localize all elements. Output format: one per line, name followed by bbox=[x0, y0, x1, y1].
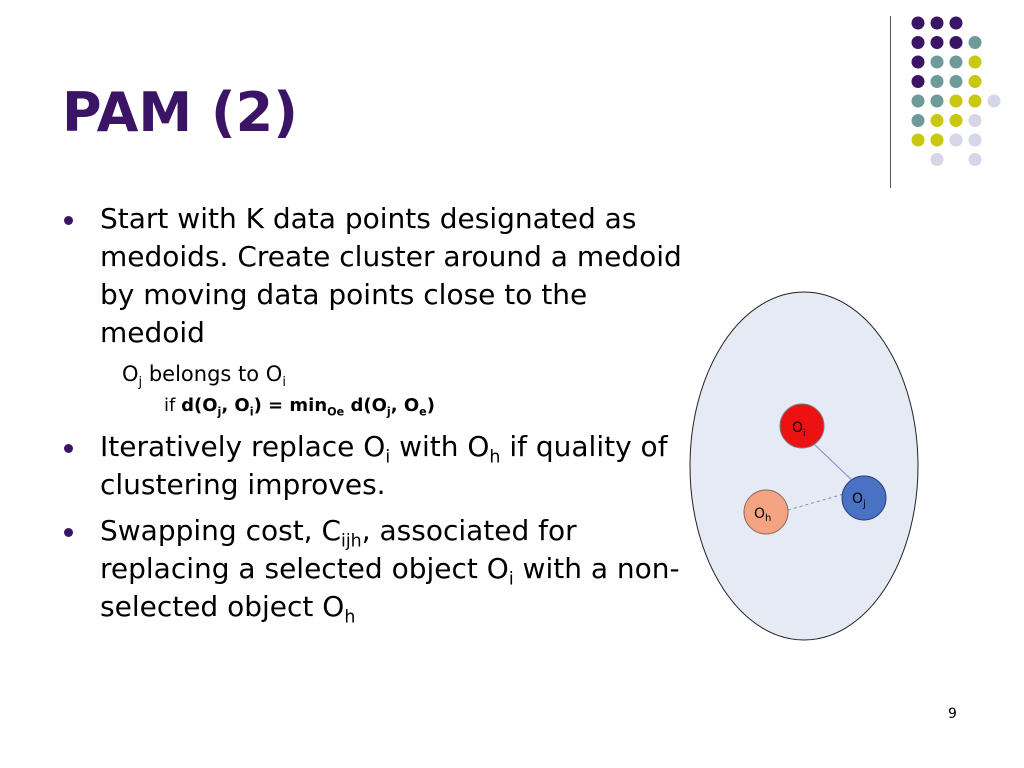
decorative-dot bbox=[968, 114, 982, 127]
text: d(O bbox=[181, 395, 218, 416]
cluster-ellipse bbox=[689, 291, 919, 641]
decorative-dot bbox=[930, 133, 944, 147]
connection-oi-oj bbox=[813, 443, 859, 487]
subscript: i bbox=[282, 375, 286, 391]
decorative-dot bbox=[930, 94, 944, 108]
decorative-dot bbox=[911, 75, 925, 88]
text: , O bbox=[390, 395, 420, 416]
decorative-dot bbox=[968, 75, 982, 88]
subscript: j bbox=[138, 375, 143, 391]
decorative-dot bbox=[968, 55, 982, 69]
decorative-dot bbox=[968, 36, 982, 49]
connection-oh-oj bbox=[787, 493, 845, 511]
decorative-dot bbox=[968, 153, 982, 166]
subscript: Oe bbox=[327, 405, 345, 419]
bullet-dot bbox=[64, 444, 73, 453]
decorative-dot bbox=[968, 133, 982, 147]
decorative-dot bbox=[911, 94, 925, 108]
text: with O bbox=[390, 430, 490, 463]
decorative-dot bbox=[930, 114, 944, 127]
text: , associated for replacing a selected ob… bbox=[100, 514, 577, 585]
subscript: ijh bbox=[341, 531, 362, 552]
text: , O bbox=[221, 395, 250, 416]
object-oj-node bbox=[841, 475, 887, 521]
subscript: j bbox=[862, 499, 866, 510]
decorative-dot bbox=[949, 55, 963, 69]
text: if bbox=[164, 395, 176, 416]
subscript: i bbox=[385, 447, 391, 468]
text: Swapping cost, C bbox=[100, 514, 342, 547]
decorative-dot bbox=[911, 133, 925, 147]
sub-bullet-belongs: Oj belongs to Oi bbox=[62, 360, 682, 391]
decorative-dot bbox=[949, 75, 963, 88]
text: O bbox=[852, 491, 863, 507]
medoid-oi-node bbox=[779, 403, 825, 449]
formula: d(Oj, Oi) = minOe d(Oj, Oe) bbox=[181, 395, 435, 419]
bullet-dot bbox=[64, 216, 73, 225]
bullet-1-text: Start with K data points designated as m… bbox=[100, 202, 682, 349]
text: O bbox=[754, 506, 765, 522]
text: with a non-selected object O bbox=[100, 552, 680, 623]
vertical-divider bbox=[890, 16, 891, 188]
decorative-dot bbox=[930, 153, 944, 166]
text: ) bbox=[426, 395, 435, 416]
bullet-2: Iteratively replace Oi with Oh if qualit… bbox=[62, 428, 682, 504]
decorative-dot bbox=[949, 94, 963, 108]
cluster-diagram: Oi Oj Oh bbox=[689, 291, 919, 641]
decorative-dot bbox=[930, 55, 944, 69]
decorative-dot bbox=[968, 94, 982, 108]
subscript: i bbox=[249, 405, 254, 419]
decorative-dot bbox=[930, 16, 944, 30]
bullet-3: Swapping cost, Cijh, associated for repl… bbox=[62, 512, 682, 626]
subscript: i bbox=[508, 569, 514, 590]
decorative-dot bbox=[911, 55, 925, 69]
text: ) = min bbox=[253, 395, 328, 416]
subscript: h bbox=[489, 447, 501, 468]
subscript: h bbox=[765, 513, 771, 524]
decorative-dot-grid bbox=[911, 16, 1001, 166]
text: if quality of clustering improves. bbox=[100, 430, 668, 501]
decorative-dot bbox=[911, 114, 925, 127]
object-oh-label: Oh bbox=[754, 506, 771, 524]
text: belongs to O bbox=[142, 362, 283, 386]
decorative-dot bbox=[930, 75, 944, 88]
slide-content: Start with K data points designated as m… bbox=[62, 200, 682, 634]
slide-title: PAM (2) bbox=[62, 81, 298, 144]
object-oh-node bbox=[743, 489, 789, 535]
object-oj-label: Oj bbox=[852, 491, 866, 510]
subscript: e bbox=[419, 405, 427, 419]
bullet-1: Start with K data points designated as m… bbox=[62, 200, 682, 352]
decorative-dot bbox=[987, 94, 1001, 108]
decorative-dot bbox=[949, 114, 963, 127]
text: d(O bbox=[344, 395, 387, 416]
subscript: j bbox=[386, 405, 391, 419]
subscript: i bbox=[803, 429, 806, 439]
decorative-dot bbox=[949, 133, 963, 147]
subscript: h bbox=[344, 607, 356, 628]
decorative-dot bbox=[949, 16, 963, 30]
decorative-dot bbox=[949, 36, 963, 49]
text: O bbox=[122, 362, 139, 386]
bullet-dot bbox=[64, 528, 73, 537]
subscript: j bbox=[217, 405, 222, 419]
decorative-dot bbox=[930, 36, 944, 49]
sub-bullet-formula: if d(Oj, Oi) = minOe d(Oj, Oe) bbox=[62, 392, 682, 420]
text: Iteratively replace O bbox=[100, 430, 386, 463]
decorative-dot bbox=[911, 36, 925, 49]
page-number: 9 bbox=[948, 706, 957, 722]
text: O bbox=[792, 420, 803, 436]
decorative-dot bbox=[911, 16, 925, 30]
medoid-oi-label: Oi bbox=[792, 420, 806, 439]
